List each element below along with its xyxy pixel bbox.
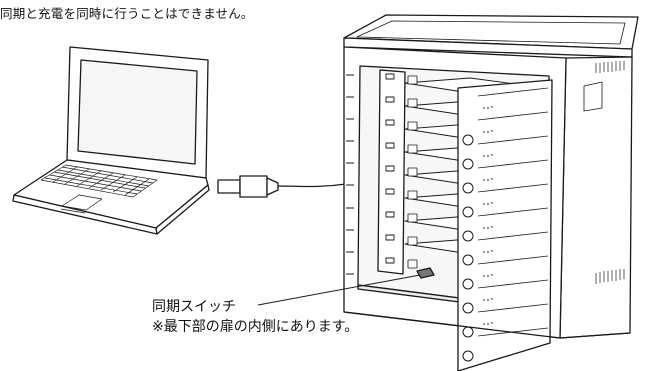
top-note: 同期と充電を同時に行うことはできません。	[0, 6, 254, 21]
callout-leader	[257, 274, 421, 306]
charging-cabinet-icon	[343, 14, 639, 371]
sync-switch-icon	[416, 267, 435, 279]
usb-plug-icon	[217, 175, 347, 198]
laptop-icon	[12, 46, 210, 235]
callout-note: ※最下部の扉の内側にあります。	[152, 319, 359, 335]
callout-title: 同期スイッチ	[152, 299, 236, 315]
